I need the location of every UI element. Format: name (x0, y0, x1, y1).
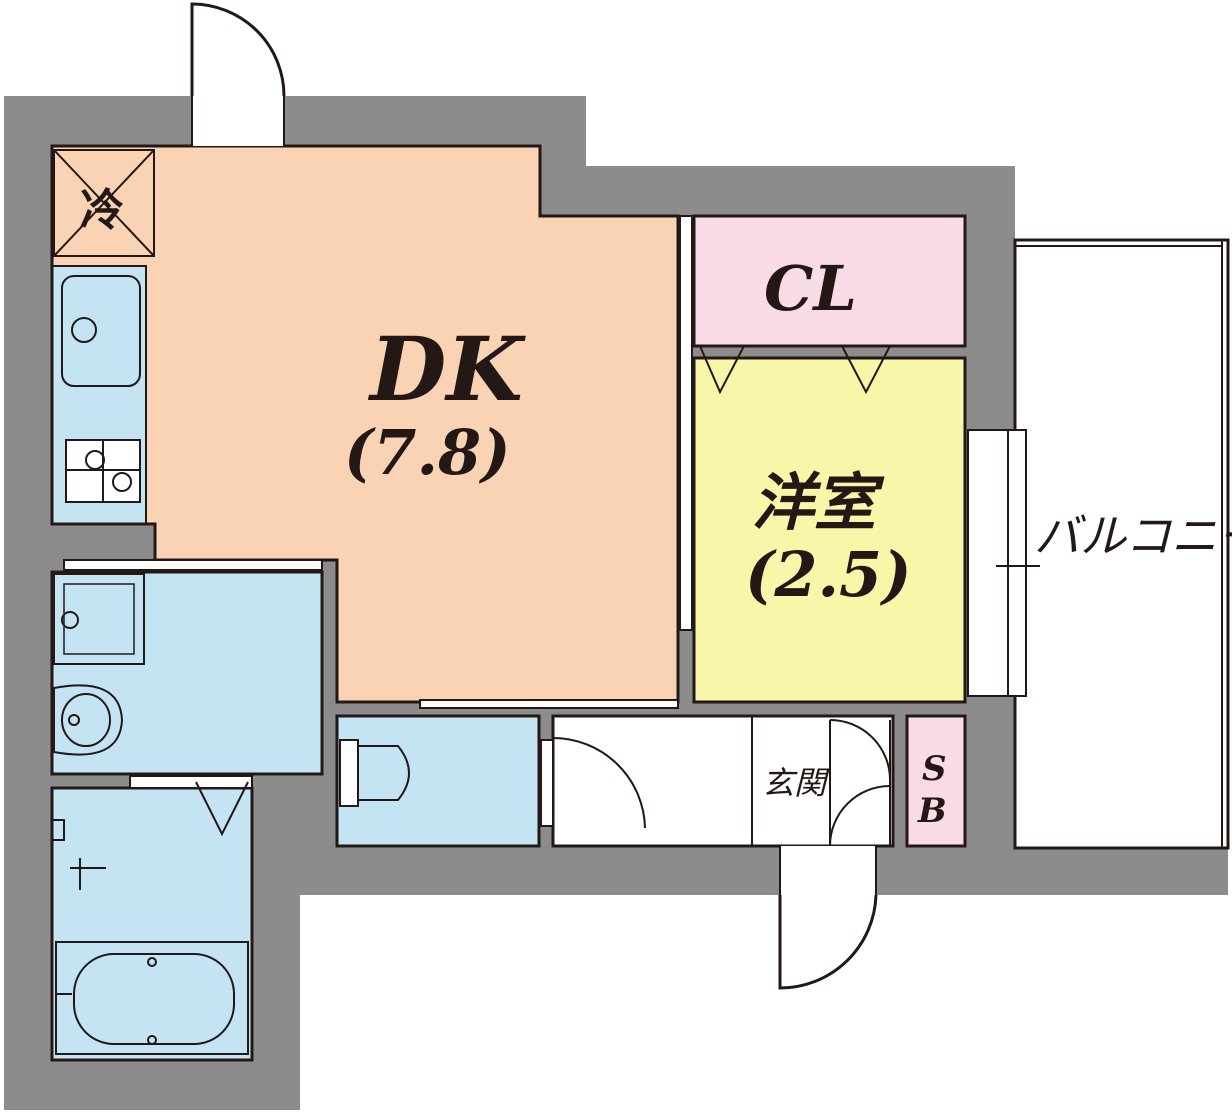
dk-floor (52, 146, 678, 702)
shoe-box-label-line2: B (917, 791, 947, 831)
entrance-label: 玄関 (762, 764, 830, 802)
western-room-name-label: 洋室 (752, 466, 885, 539)
door-swing-icon (751, 716, 891, 847)
balcony-window (967, 429, 1027, 697)
fridge-label: 冷 (80, 185, 124, 236)
closet-label: CL (764, 252, 857, 325)
dk-size-label: (7.8) (344, 416, 511, 489)
shoe-box-label-line1: S (922, 749, 947, 789)
shower-icon (52, 819, 106, 890)
dk-name-label: DK (367, 317, 526, 421)
balcony-area (1013, 238, 1230, 850)
door-swing-icon (195, 781, 249, 837)
toilet-floor (335, 714, 541, 848)
hallway-floor (551, 714, 895, 848)
western-room-size-label: (2.5) (745, 538, 912, 611)
closet-floor (692, 214, 967, 348)
door-swing-icon (699, 345, 891, 395)
fridge-icon: 冷 (53, 149, 155, 257)
western-room-floor (692, 356, 967, 704)
door-swing-icon (190, 2, 286, 97)
bathtub-icon (55, 941, 249, 1055)
washbasin-icon (53, 684, 124, 756)
toilet-icon (339, 739, 410, 807)
shoe-box-floor (905, 714, 967, 848)
door-swing-icon (778, 894, 878, 990)
washer-icon (53, 573, 145, 665)
stove-icon (65, 439, 141, 503)
sink-icon (61, 275, 141, 387)
door-swing-icon (540, 737, 646, 829)
balcony-label: バルコニー (1034, 509, 1232, 563)
